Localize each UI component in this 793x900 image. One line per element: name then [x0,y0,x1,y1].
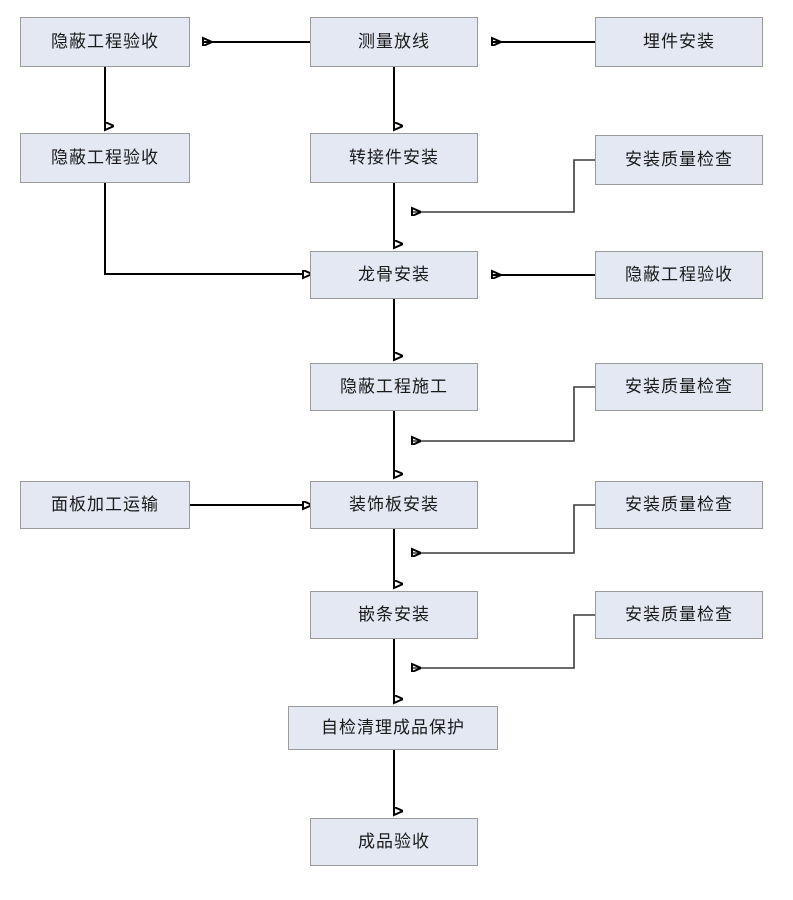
node-decorative-panel-installation[interactable]: 装饰板安装 [310,481,478,529]
node-self-inspection-cleaning-protection[interactable]: 自检清理成品保护 [288,706,498,750]
node-adapter-installation[interactable]: 转接件安装 [310,133,478,183]
node-panel-fabrication-transport[interactable]: 面板加工运输 [20,481,190,529]
node-installation-quality-check-4[interactable]: 安装质量检查 [595,591,763,639]
node-survey-setting-out[interactable]: 测量放线 [310,17,478,67]
node-hidden-works-acceptance-2[interactable]: 隐蔽工程验收 [20,133,190,183]
node-finished-product-acceptance[interactable]: 成品验收 [310,818,478,866]
node-embedded-parts-installation[interactable]: 埋件安装 [595,17,763,67]
node-keel-installation[interactable]: 龙骨安装 [310,251,478,299]
node-hidden-works-acceptance-1[interactable]: 隐蔽工程验收 [20,17,190,67]
node-hidden-works-construction[interactable]: 隐蔽工程施工 [310,363,478,411]
node-installation-quality-check-1[interactable]: 安装质量检查 [595,135,763,185]
node-trim-strip-installation[interactable]: 嵌条安装 [310,591,478,639]
node-installation-quality-check-2[interactable]: 安装质量检查 [595,363,763,411]
node-installation-quality-check-3[interactable]: 安装质量检查 [595,481,763,529]
edge-yanshou2-to-longgu [104,183,303,274]
node-hidden-works-acceptance-3[interactable]: 隐蔽工程验收 [595,251,763,299]
